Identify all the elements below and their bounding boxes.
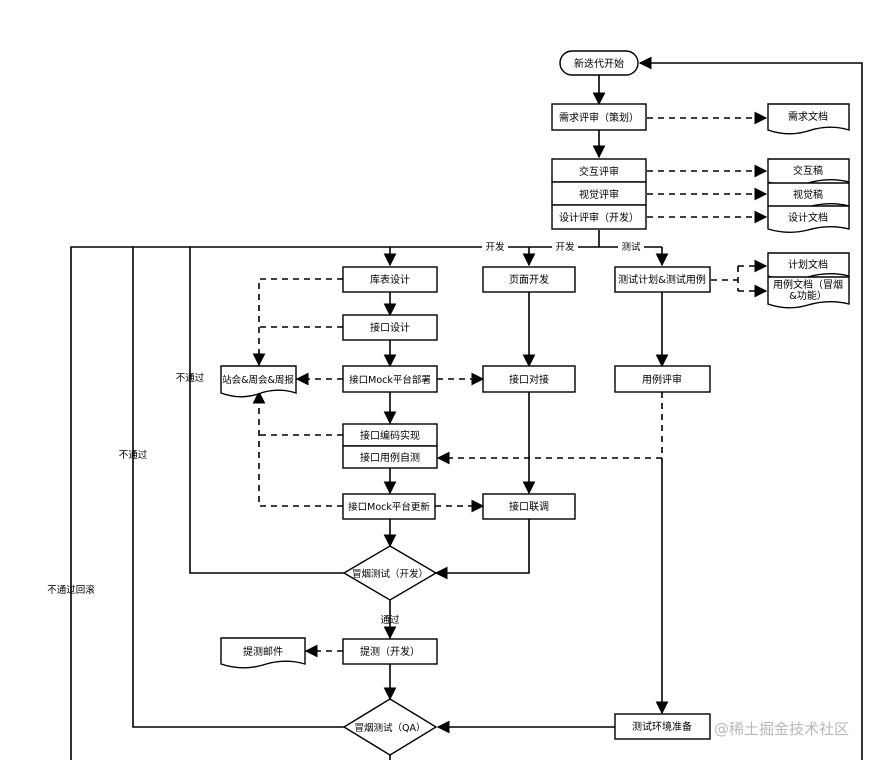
node-submit-test-label: 提测（开发） (360, 645, 420, 658)
edge-review-to-selftest (436, 392, 663, 465)
doc-visual: 视觉稿 (767, 182, 850, 210)
node-api-coding-label: 接口编码实现 (360, 429, 420, 442)
node-api-joint-label: 接口联调 (509, 500, 549, 513)
doc-case-label-1: 用例文档（冒烟 (773, 278, 843, 291)
node-smoke-qa-label: 冒烟测试（QA） (355, 722, 426, 734)
node-smoke-dev: 冒烟测试（开发） (342, 545, 438, 601)
doc-standup: 站会&周会&周报 (220, 365, 297, 398)
node-db-design: 库表设计 (342, 266, 438, 293)
node-test-env-label: 测试环境准备 (632, 720, 692, 733)
node-smoke-dev-label: 冒烟测试（开发） (352, 568, 428, 580)
label-fail-2: 不通过 (119, 449, 148, 461)
node-req-review: 需求评审（策划） (551, 103, 647, 131)
node-review-group: 交互评审 视觉评审 设计评审（开发） (551, 158, 647, 230)
node-case-review-label: 用例评审 (642, 373, 682, 386)
node-api-connect: 接口对接 (482, 365, 576, 393)
node-test-env: 测试环境准备 (614, 713, 711, 740)
edge-db-to-standup (252, 278, 343, 367)
watermark: @稀土掘金技术社区 (714, 720, 849, 738)
label-test: 测试 (621, 241, 641, 253)
doc-visual-label: 视觉稿 (793, 188, 823, 201)
node-start: 新迭代开始 (559, 50, 639, 76)
edge-smoke-qa-fail (132, 246, 344, 728)
node-api-selftest-label: 接口用例自测 (360, 451, 420, 464)
label-fail-1: 不通过 (176, 372, 205, 384)
node-api-joint: 接口联调 (482, 493, 576, 520)
node-req-review-label: 需求评审（策划） (559, 111, 639, 124)
node-start-label: 新迭代开始 (574, 57, 624, 70)
doc-submit-mail: 提测邮件 (220, 637, 306, 669)
node-visual-review-label: 视觉评审 (579, 188, 619, 201)
doc-case-label-2: &功能） (789, 289, 827, 302)
node-mock-update-label: 接口Mock平台更新 (348, 501, 430, 513)
node-api-coding-group: 接口编码实现 接口用例自测 (342, 423, 438, 469)
node-mock-deploy-label: 接口Mock平台部署 (349, 374, 431, 386)
edge-labels: 开发 开发 测试 不通过 不通过 不通过回滚 通过 (47, 240, 644, 626)
edge-right-loop (638, 56, 863, 760)
node-case-review: 用例评审 (614, 365, 711, 393)
node-api-design-label: 接口设计 (370, 321, 410, 334)
label-pass: 通过 (380, 614, 400, 626)
doc-standup-label: 站会&周会&周报 (222, 374, 294, 386)
node-test-plan-label: 测试计划&测试用例 (618, 273, 706, 286)
node-api-connect-label: 接口对接 (509, 373, 549, 386)
label-dev-2: 开发 (555, 241, 575, 253)
doc-interact-label: 交互稿 (793, 164, 823, 177)
doc-plan-label: 计划文档 (788, 258, 828, 271)
doc-plan: 计划文档 (767, 252, 850, 280)
label-dev-1: 开发 (485, 241, 505, 253)
node-api-design: 接口设计 (342, 314, 438, 341)
node-interact-review-label: 交互评审 (579, 165, 619, 178)
doc-case: 用例文档（冒烟 &功能） (767, 276, 850, 309)
node-db-design-label: 库表设计 (370, 273, 410, 286)
edge-smoke-dev-fail (189, 246, 390, 574)
edge-update-to-standup (252, 390, 343, 507)
doc-interact: 交互稿 (767, 158, 850, 186)
node-submit-test: 提测（开发） (342, 638, 438, 665)
doc-design: 设计文档 (767, 205, 850, 233)
doc-req-label: 需求文档 (788, 110, 828, 123)
edges (70, 56, 863, 760)
edge-joint-to-smoke (434, 519, 530, 580)
label-rollback: 不通过回滚 (47, 584, 95, 596)
node-page-dev: 页面开发 (482, 266, 576, 293)
node-design-review-label: 设计评审（开发） (559, 211, 639, 224)
node-smoke-qa: 冒烟测试（QA） (342, 698, 438, 756)
edge-rollback (70, 246, 133, 760)
node-page-dev-label: 页面开发 (509, 273, 549, 286)
node-mock-deploy: 接口Mock平台部署 (342, 365, 438, 393)
doc-submit-mail-label: 提测邮件 (243, 645, 283, 658)
node-mock-update: 接口Mock平台更新 (342, 493, 436, 520)
doc-design-label: 设计文档 (788, 211, 828, 224)
doc-req: 需求文档 (767, 103, 850, 135)
node-test-plan: 测试计划&测试用例 (614, 266, 711, 293)
